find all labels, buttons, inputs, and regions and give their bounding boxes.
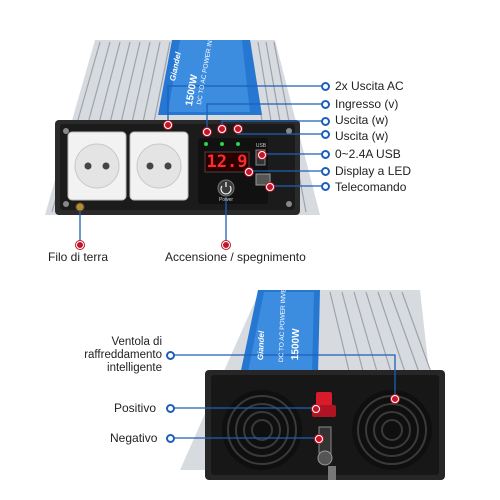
top-power-label: Power: [218, 197, 234, 203]
top-ground-terminal: [75, 202, 85, 212]
label-ground-wire: Filo di terra: [48, 250, 109, 264]
bottom-brand-logo: Giandel: [256, 330, 267, 361]
point-ac-socket: [164, 121, 172, 129]
callout-marker-negative: [166, 434, 175, 443]
point-output-led-2: [234, 125, 242, 133]
label-power-switch: Accensione / spegnimento: [165, 250, 306, 264]
callout-marker-usb: [321, 150, 330, 159]
callout-marker-output-1: [321, 117, 330, 126]
label-ac-output: 2x Uscita AC: [335, 79, 404, 93]
bottom-wattage: 1500W: [290, 328, 303, 361]
label-output-2: Uscita (w): [335, 129, 389, 143]
callout-marker-output-2: [321, 130, 330, 139]
callout-marker-positive: [166, 404, 175, 413]
point-led-display: [245, 168, 253, 176]
point-usb-port: [258, 151, 266, 159]
bottom-callout-lines: [170, 354, 396, 439]
point-positive: [312, 405, 320, 413]
callout-marker-display: [321, 167, 330, 176]
point-fan: [391, 395, 399, 403]
callout-marker-ac-out: [321, 82, 330, 91]
top-display-readout: 12.9: [206, 152, 248, 172]
label-negative: Negativo: [110, 431, 158, 445]
point-output-led-1: [218, 125, 226, 133]
top-usb-label: USB: [255, 143, 267, 149]
callout-marker-fan: [166, 351, 175, 360]
point-power-button: [222, 241, 230, 249]
label-usb: 0~2.4A USB: [335, 147, 401, 161]
label-led-display: Display a LED: [335, 164, 412, 178]
point-input-led: [203, 128, 211, 136]
point-negative: [315, 435, 323, 443]
label-input: Ingresso (v): [335, 97, 399, 111]
point-remote-jack: [266, 183, 274, 191]
top-ac-sockets: [67, 131, 189, 201]
point-ground: [76, 241, 84, 249]
bottom-rear-panel: [205, 370, 445, 480]
callout-marker-input: [321, 100, 330, 109]
callout-marker-remote: [321, 182, 330, 191]
label-output-1: Uscita (w): [335, 113, 389, 127]
label-remote: Telecomando: [335, 180, 407, 194]
label-cooling-fan: Ventola di raffreddamento intelligente: [84, 336, 162, 374]
label-positive: Positivo: [114, 401, 157, 415]
